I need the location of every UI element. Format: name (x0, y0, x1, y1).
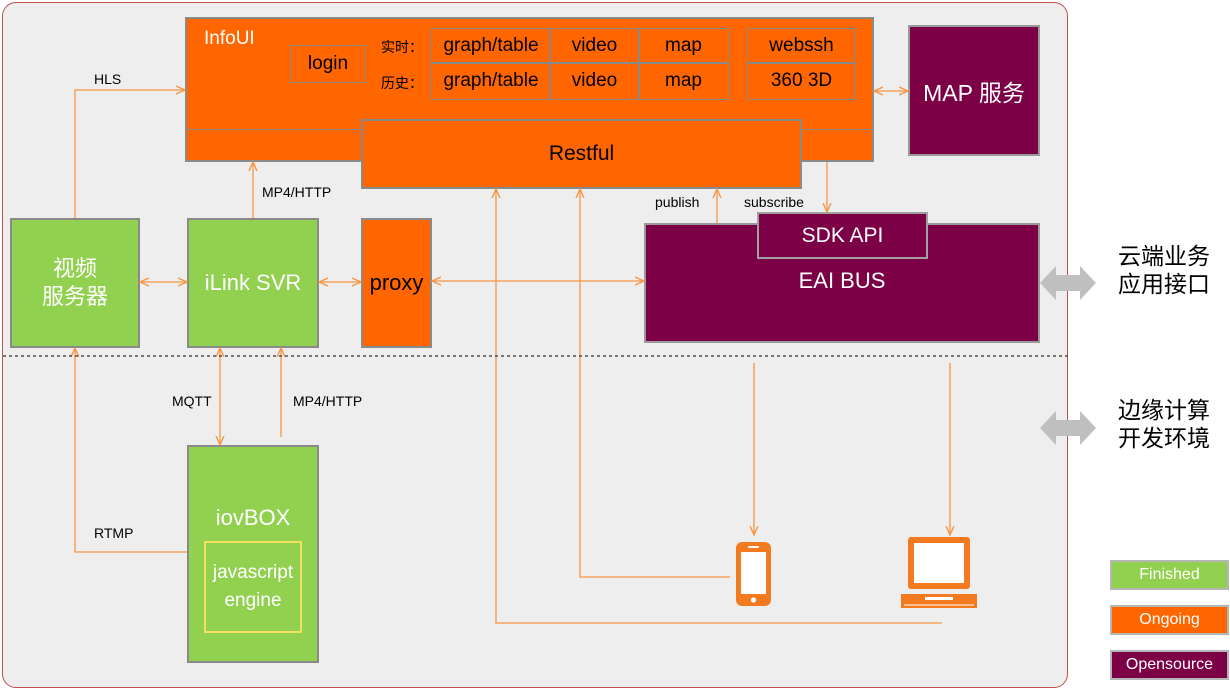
mqtt-label: MQTT (172, 393, 212, 409)
video-server-line2: 服务器 (41, 284, 108, 309)
video-server-block: 视频 服务器 (10, 218, 140, 348)
legend-ongoing: Ongoing (1110, 605, 1229, 635)
map-service-block: MAP 服务 (908, 25, 1040, 156)
360-3d-cell[interactable]: 360 3D (747, 62, 856, 100)
edge-label-line1: 边缘计算 (1118, 397, 1210, 423)
edge-label-line2: 开发环境 (1118, 425, 1210, 451)
realtime-map[interactable]: map (638, 28, 729, 64)
laptop-icon (901, 537, 977, 608)
realtime-label: 实时： (381, 39, 423, 55)
phone-restful-connector (580, 189, 730, 578)
rtmp-connector (75, 348, 187, 553)
hls-label: HLS (94, 71, 122, 87)
phone-icon (736, 542, 771, 606)
login-button[interactable]: login (290, 45, 366, 83)
mp4-http-bottom-label: MP4/HTTP (293, 393, 363, 409)
history-map[interactable]: map (638, 62, 729, 100)
history-label: 历史： (381, 75, 423, 91)
sdk-api-block: SDK API (757, 212, 928, 259)
rtmp-label: RTMP (94, 525, 134, 541)
cloud-label-line2: 应用接口 (1118, 271, 1210, 297)
js-engine-line2: engine (224, 590, 282, 611)
mp4-http-top-label: MP4/HTTP (262, 184, 332, 200)
cloud-label: 云端业务 应用接口 (1118, 242, 1210, 298)
js-engine-line1: javascript (212, 562, 294, 583)
history-video[interactable]: video (549, 62, 640, 100)
subscribe-label: subscribe (744, 194, 804, 210)
hls-connector (74, 90, 185, 218)
cloud-label-line1: 云端业务 (1118, 243, 1210, 269)
iovbox-title: iovBOX (215, 505, 291, 530)
proxy-block: proxy (361, 218, 432, 348)
legend-opensource: Opensource (1110, 650, 1229, 680)
legend-finished: Finished (1110, 560, 1229, 590)
edge-label: 边缘计算 开发环境 (1118, 396, 1210, 452)
history-graph-table[interactable]: graph/table (431, 62, 551, 100)
js-engine-block: javascript engine (204, 541, 302, 633)
iovbox-block (187, 445, 319, 663)
video-server-line1: 视频 (52, 256, 97, 281)
webssh-cell[interactable]: webssh (747, 28, 856, 64)
eai-bus-label: EAI BUS (798, 268, 886, 293)
publish-label: publish (655, 194, 700, 210)
realtime-video[interactable]: video (549, 28, 640, 64)
laptop-restful-connector (496, 189, 942, 624)
double-arrow-icon (1040, 266, 1096, 445)
realtime-graph-table[interactable]: graph/table (431, 28, 551, 64)
infoui-title: InfoUI (204, 28, 255, 49)
